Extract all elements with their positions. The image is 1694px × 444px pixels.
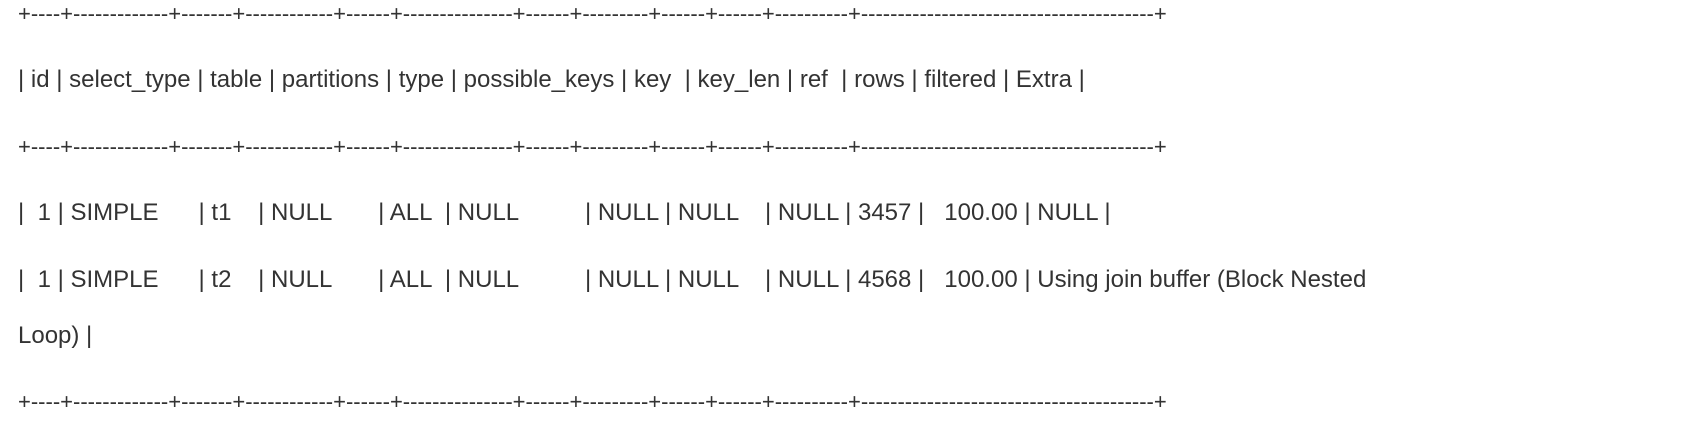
table-row: | 1 | SIMPLE | t2 | NULL | ALL | NULL | … xyxy=(18,266,1367,293)
table-row: | 1 | SIMPLE | t1 | NULL | ALL | NULL | … xyxy=(18,199,1111,226)
table-border-mid: +----+-------------+-------+------------… xyxy=(18,134,1167,159)
table-border-bottom: +----+-------------+-------+------------… xyxy=(18,389,1167,414)
table-header-row: | id | select_type | table | partitions … xyxy=(18,66,1085,93)
table-border-top: +----+-------------+-------+------------… xyxy=(18,1,1167,26)
table-row-wrap: Loop) | xyxy=(18,322,93,349)
